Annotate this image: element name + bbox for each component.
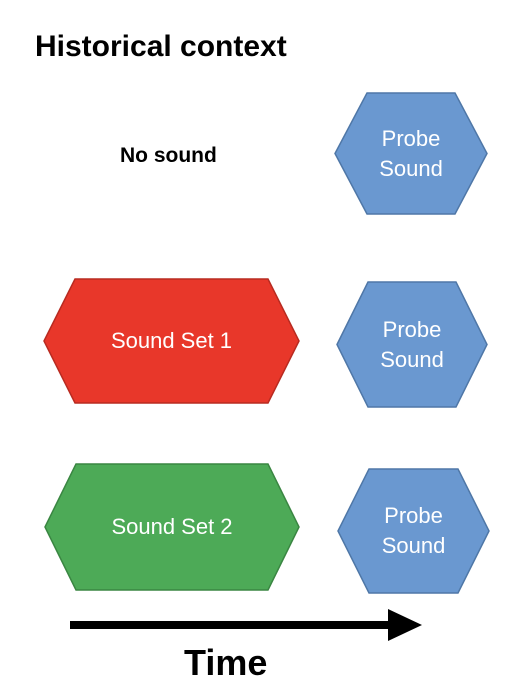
hexagon-fill xyxy=(334,92,488,215)
sound-set-2-hexagon: Sound Set 2 xyxy=(44,463,300,591)
no-sound-label: No sound xyxy=(120,144,217,167)
hexagon-shape xyxy=(44,463,300,591)
time-arrow-shaft xyxy=(70,621,392,629)
hexagon-shape xyxy=(334,92,488,215)
probe-sound-label: Probe Sound xyxy=(381,503,446,558)
hexagon-shape xyxy=(337,468,490,594)
diagram-title: Historical context xyxy=(35,30,287,63)
sound-set-2-label: Sound Set 2 xyxy=(111,514,233,539)
hexagon-fill xyxy=(336,281,488,408)
probe-sound-hexagon-row-1: Probe Sound xyxy=(334,92,488,215)
probe-sound-hexagon-row-2: Probe Sound xyxy=(336,281,488,408)
probe-sound-label: Probe Sound xyxy=(380,316,444,372)
sound-set-1-hexagon: Sound Set 1 xyxy=(43,278,300,404)
hexagon-shape xyxy=(336,281,488,408)
hexagon-fill xyxy=(44,463,300,591)
probe-sound-hexagon-row-3: Probe Sound xyxy=(337,468,490,594)
hexagon-shape xyxy=(43,278,300,404)
hexagon-fill xyxy=(337,468,490,594)
probe-sound-label: Probe Sound xyxy=(379,125,443,181)
time-arrow-head xyxy=(388,609,422,641)
sound-set-1-label: Sound Set 1 xyxy=(110,328,233,353)
time-axis-label: Time xyxy=(184,642,268,683)
hexagon-fill xyxy=(43,278,300,404)
time-arrow xyxy=(70,609,422,641)
